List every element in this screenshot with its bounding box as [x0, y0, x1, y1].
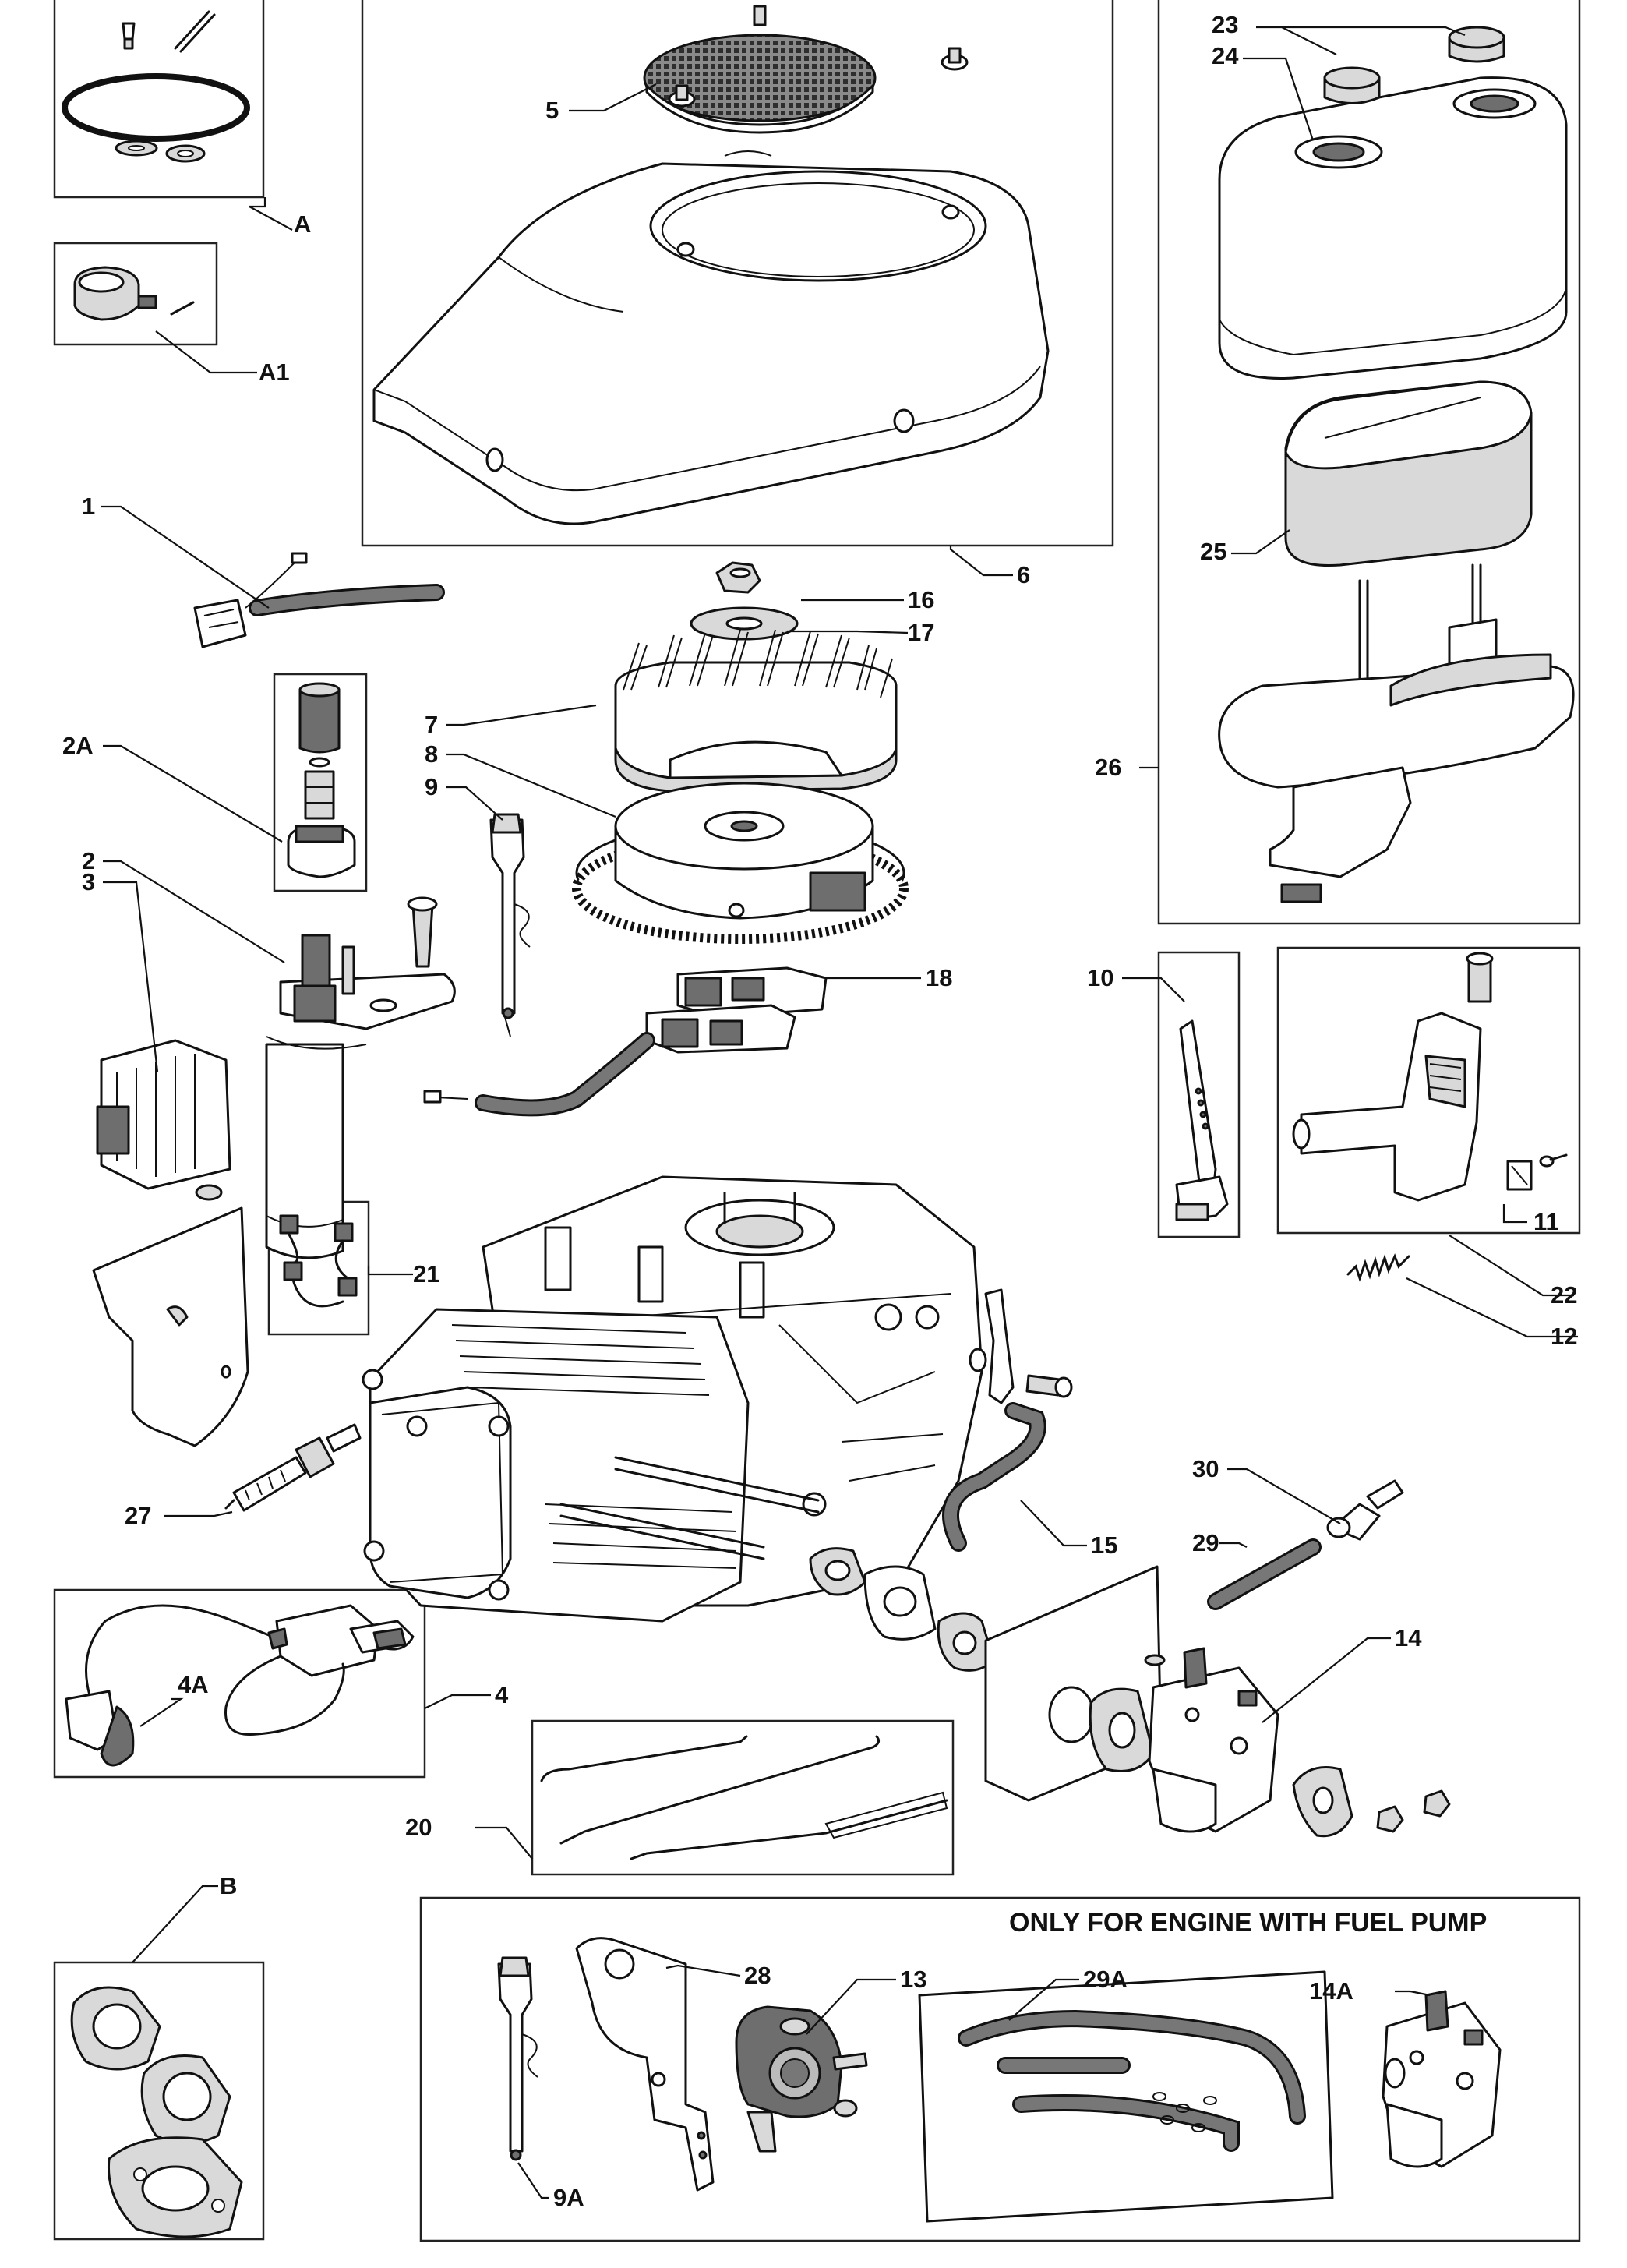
carburetor [1089, 1647, 1451, 1838]
label-part-2a: 2A [62, 732, 94, 759]
label-part-12: 12 [1551, 1323, 1577, 1350]
label-part-11: 11 [1533, 1208, 1559, 1235]
label-part-2: 2 [82, 847, 95, 874]
blower-housing-shroud [372, 150, 1050, 525]
part-labels: A A1 5 6 23 24 25 26 1 2A 2 3 16 17 7 8 … [62, 11, 1577, 2211]
flywheel-nut-and-washer [690, 561, 799, 641]
throttle-lever-box [1157, 951, 1241, 1238]
label-part-16: 16 [908, 586, 934, 613]
label-part-b: B [220, 1872, 237, 1899]
fuel-pump-section-title: ONLY FOR ENGINE WITH FUEL PUMP [1009, 1908, 1487, 1938]
fuel-pump [735, 2005, 868, 2153]
brush-set [279, 1214, 358, 1308]
label-part-25: 25 [1200, 538, 1226, 565]
fuel-hose [1207, 1538, 1322, 1610]
wire-harness [193, 552, 445, 648]
label-part-a: A [294, 210, 311, 238]
label-part-a1: A1 [259, 359, 290, 386]
ignition-coil [65, 1604, 415, 1767]
label-part-9a: 9A [553, 2184, 584, 2211]
fuel-pump-bracket [575, 1937, 715, 2192]
spark-plug [224, 1423, 362, 1512]
label-part-10: 10 [1087, 964, 1113, 991]
label-part-26: 26 [1095, 754, 1121, 781]
kit-a1-box [53, 242, 218, 346]
throttle-control-lever [1175, 1019, 1229, 1221]
dipstick-tube [489, 813, 531, 1037]
label-part-24: 24 [1212, 42, 1239, 69]
label-part-3: 3 [82, 868, 95, 896]
breather-hose [942, 1402, 1046, 1552]
rectifier [96, 1039, 231, 1190]
label-part-18: 18 [926, 964, 952, 991]
label-part-7: 7 [425, 711, 438, 738]
cylinder-head [362, 1308, 820, 1623]
leader-lines [101, 26, 1578, 2199]
heat-shield-bracket [92, 1184, 249, 1447]
air-filter-box [1157, 0, 1581, 925]
starter-motor [265, 896, 456, 1259]
carburetor-alt [1382, 1990, 1502, 2168]
label-part-1: 1 [82, 493, 95, 520]
label-part-21: 21 [413, 1260, 439, 1288]
starter-gear-box [273, 673, 368, 892]
flywheel [572, 782, 909, 944]
label-part-15: 15 [1091, 1531, 1117, 1559]
air-filter-assembly [1218, 26, 1575, 903]
label-part-27: 27 [125, 1502, 151, 1529]
ignition-module [423, 966, 828, 1117]
blower-housing-box [361, 0, 1114, 547]
kit-a1-parts [73, 266, 195, 321]
fuel-pump-box [419, 1896, 1581, 2242]
label-part-29a: 29A [1083, 1966, 1128, 1993]
intake-spacer-and-gaskets [809, 1547, 995, 1672]
link-rods [540, 1735, 948, 1860]
governor-arm [969, 1288, 1073, 1404]
label-part-17: 17 [908, 619, 934, 646]
label-part-28: 28 [744, 1962, 771, 1989]
starter-drive-gear [287, 682, 356, 878]
label-part-4a: 4A [178, 1671, 209, 1698]
ignition-coil-box [53, 1588, 426, 1779]
dipstick-tube-alt [497, 1956, 538, 2161]
governor-bracket-box [1276, 946, 1581, 1235]
blower-grille-screen [643, 5, 969, 134]
fuel-shutoff-valve [1326, 1479, 1404, 1541]
label-part-23: 23 [1212, 11, 1238, 38]
label-part-30: 30 [1192, 1455, 1219, 1482]
kit-a-parts [62, 10, 250, 163]
fuel-hose-kit [918, 1970, 1334, 2223]
label-part-8: 8 [425, 740, 438, 768]
link-rods-box [531, 1719, 955, 1876]
label-part-4: 4 [495, 1681, 509, 1708]
governor-control-bracket [1292, 952, 1568, 1202]
label-part-6: 6 [1017, 561, 1030, 588]
label-part-20: 20 [405, 1814, 432, 1841]
gasket-kit-b-parts [70, 1986, 243, 2238]
label-part-13: 13 [900, 1966, 926, 1993]
governor-spring [1346, 1253, 1410, 1282]
kit-a-box [53, 0, 265, 199]
gasket-kit-b-box [53, 1961, 265, 2241]
label-part-5: 5 [545, 97, 559, 124]
label-part-29: 29 [1192, 1529, 1219, 1556]
label-part-9: 9 [425, 773, 438, 800]
label-part-14a: 14A [1309, 1977, 1353, 2005]
label-part-22: 22 [1551, 1281, 1577, 1309]
label-part-14: 14 [1395, 1624, 1422, 1652]
cooling-fan [614, 629, 898, 793]
